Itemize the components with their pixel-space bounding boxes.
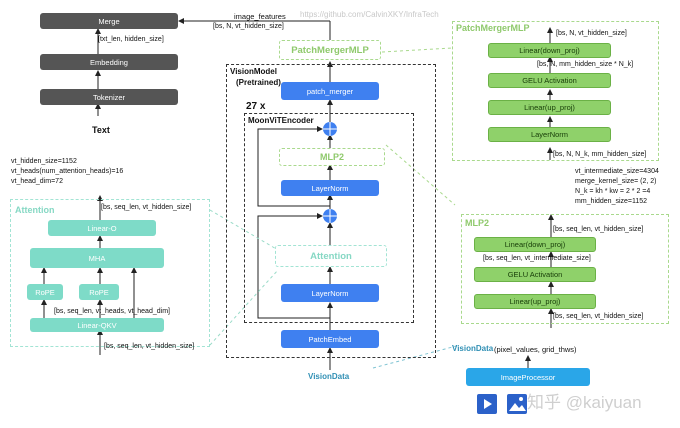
layernorm-top-block: LayerNorm	[281, 180, 379, 196]
pm-param-3: N_k = kh * kw = 2 * 2 =4	[575, 188, 651, 195]
attn-param-3: vt_head_dim=72	[11, 178, 63, 185]
patch-embed-block: PatchEmbed	[281, 330, 379, 348]
vision-model-subtitle: (Pretrained)	[236, 78, 281, 87]
mlp2-out-shape-label: [bs, seq_len, vt_hidden_size]	[553, 226, 644, 233]
attention-detail-frame	[10, 199, 210, 347]
mlp2-detail-title: MLP2	[465, 218, 490, 228]
attn-param-2: vt_heads(num_attention_heads)=16	[11, 168, 124, 175]
image-features-label: image_features	[234, 12, 286, 21]
image-features-shape-label: [bs, N, vt_hidden_size]	[213, 23, 284, 30]
mlp2-in-shape-label: [bs, seq_len, vt_hidden_size]	[553, 313, 644, 320]
attn-out-shape-label: [bs, seq_len, vt_hidden_size]	[101, 204, 192, 211]
image-processor-input-args: (pixel_values, grid_thws)	[494, 345, 577, 354]
embedding-block: Embedding	[40, 54, 178, 70]
image-file-icon	[507, 394, 527, 414]
linear-o-block: Linear-O	[48, 220, 156, 236]
attention-detail-title: Attention	[15, 205, 55, 215]
image-processor-block: ImageProcessor	[466, 368, 590, 386]
pm-param-4: mm_hidden_size=1152	[575, 198, 648, 205]
mlp2-detail-frame	[461, 214, 669, 324]
vision-data-input-label: VisionData	[308, 372, 350, 381]
patch-merger-mlp-detail-title: PatchMergerMLP	[456, 23, 530, 33]
vision-model-title: VisionModel	[230, 67, 277, 76]
patch-merger-block: patch_merger	[281, 82, 379, 100]
mlp2-gelu-block: GELU Activation	[474, 267, 596, 282]
pm-linear-down-block: Linear(down_proj)	[488, 43, 611, 58]
mlp2-linear-down-block: Linear(down_proj)	[474, 237, 596, 252]
tokenizer-block: Tokenizer	[40, 89, 178, 105]
rope-1-block: RoPE	[27, 284, 63, 300]
attn-param-1: vt_hidden_size=1152	[11, 158, 77, 165]
pm-gelu-block: GELU Activation	[488, 73, 611, 88]
repeat-count-label: 27 x	[246, 101, 266, 112]
mlp2-mid-shape-label: [bs, seq_len, vt_intermediate_size]	[483, 255, 591, 262]
image-processor-input-label: VisionData	[452, 344, 494, 353]
pm-mid-shape-label: [bs, N, mm_hidden_size * N_k]	[537, 61, 634, 68]
moonvit-encoder-title: MoonViTEncoder	[248, 116, 314, 125]
mlp2-box: MLP2	[279, 148, 385, 166]
patch-merger-mlp-box: PatchMergerMLP	[279, 40, 381, 60]
watermark-url: https://github.com/CalvinXKY/InfraTech	[300, 10, 439, 19]
merge-block: Merge	[40, 13, 178, 29]
pm-param-2: merge_kernel_size= (2, 2)	[575, 178, 657, 185]
linear-qkv-block: Linear-QKV	[30, 318, 164, 332]
mlp2-linear-up-block: Linear(up_proj)	[474, 294, 596, 309]
attn-in-shape-label: [bs, seq_len, vt_hidden_size]	[104, 343, 195, 350]
patch-merger-mlp-detail-frame	[452, 21, 659, 161]
attention-box: Attention	[275, 245, 387, 267]
layernorm-bottom-block: LayerNorm	[281, 284, 379, 302]
mha-block: MHA	[30, 248, 164, 268]
vision-model-frame	[226, 64, 436, 358]
pm-linear-up-block: Linear(up_proj)	[488, 100, 611, 115]
pm-in-shape-label: [bs, N, N_k, mm_hidden_size]	[553, 151, 647, 158]
text-input-label: Text	[92, 125, 110, 135]
pm-layernorm-block: LayerNorm	[488, 127, 611, 142]
moonvit-encoder-frame	[244, 113, 414, 323]
txt-shape-label: [txt_len, hidden_size]	[98, 36, 164, 43]
video-file-icon	[477, 394, 497, 414]
pm-out-shape-label: [bs, N, vt_hidden_size]	[556, 30, 627, 37]
qkv-out-shape-label: [bs, seq_len, vt_heads, vt_head_dim]	[54, 308, 170, 315]
rope-2-block: RoPE	[79, 284, 119, 300]
watermark-cn: 知乎 @kaiyuan	[527, 393, 642, 412]
pm-param-1: vt_intermediate_size=4304	[575, 168, 659, 175]
